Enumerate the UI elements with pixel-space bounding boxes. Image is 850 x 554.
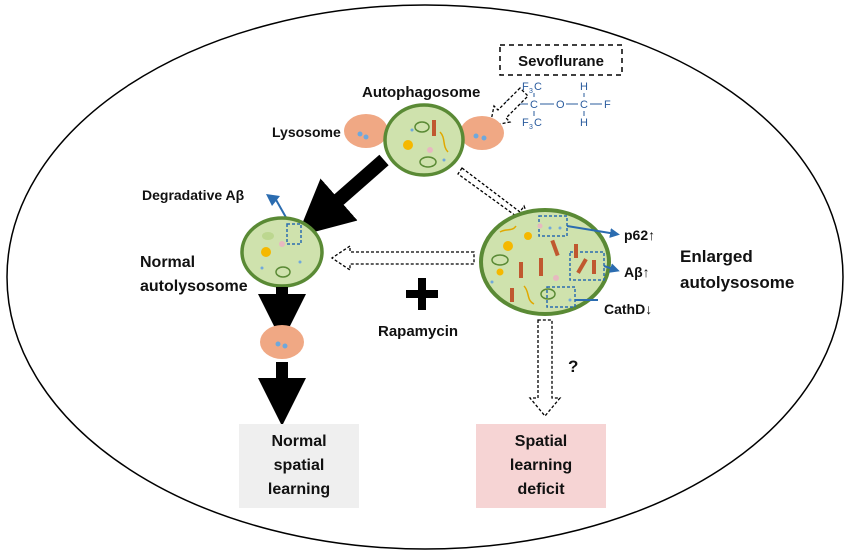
abeta-label: Aβ↑: [624, 264, 650, 280]
abeta-pointer: [603, 263, 620, 273]
normal-learning-box: [239, 424, 359, 508]
cathd-label: CathD↓: [604, 301, 652, 317]
sevoflurane-label: Sevoflurane: [518, 53, 604, 70]
molecule-f3c-top: F: [522, 81, 529, 93]
lysosome-label: Lysosome: [272, 124, 341, 140]
enlarged-autolysosome-line1: Enlarged: [680, 247, 753, 266]
question-mark: ?: [568, 357, 578, 376]
plus-icon: [406, 278, 438, 310]
arrow-to-deficit: [528, 319, 562, 418]
molecule-sub3-bottom: 3: [529, 124, 533, 131]
cell-boundary: [6, 4, 844, 550]
molecule-c-bottom: C: [534, 117, 542, 129]
p62-label: p62↑: [624, 227, 655, 243]
deficit-line1: Spatial: [515, 433, 567, 450]
autophagosome-label: Autophagosome: [362, 84, 480, 101]
autophagosome: [383, 103, 465, 177]
lysosome-bottom: [260, 325, 304, 359]
molecule-c-right: C: [580, 99, 588, 111]
normal-learning-line2: spatial: [274, 457, 325, 474]
deficit-box: [476, 424, 606, 508]
normal-autolysosome-line1: Normal: [140, 254, 195, 271]
deficit-line2: learning: [510, 457, 572, 474]
rescue-arrow: [330, 244, 475, 272]
molecule-f-right: F: [604, 99, 611, 111]
molecule-h-bottom: H: [580, 117, 588, 129]
enlarged-autolysosome-line2: autolysosome: [680, 273, 794, 292]
molecule-c-center: C: [530, 99, 538, 111]
normal-learning-line3: learning: [268, 481, 330, 498]
enlarged-autolysosome: [479, 208, 611, 316]
p62-pointer: [566, 225, 620, 238]
degradative-abeta-label: Degradative Aβ: [142, 187, 245, 203]
arrow-to-normal: [296, 154, 389, 237]
sevoflurane-box: [499, 44, 623, 76]
deficit-line3: deficit: [517, 481, 565, 498]
molecule-o: O: [556, 99, 565, 111]
molecule-h-top: H: [580, 81, 588, 93]
molecule-sub3-top: 3: [529, 88, 533, 95]
normal-learning-line1: Normal: [271, 433, 326, 450]
lysosome-left: [344, 114, 388, 148]
molecule-f3c-bottom: F: [522, 117, 529, 129]
rapamycin-label: Rapamycin: [378, 323, 458, 340]
normal-autolysosome-line2: autolysosome: [140, 278, 248, 295]
lysosome-right: [460, 116, 504, 150]
molecule-c-top: C: [534, 81, 542, 93]
normal-autolysosome: [240, 216, 324, 288]
